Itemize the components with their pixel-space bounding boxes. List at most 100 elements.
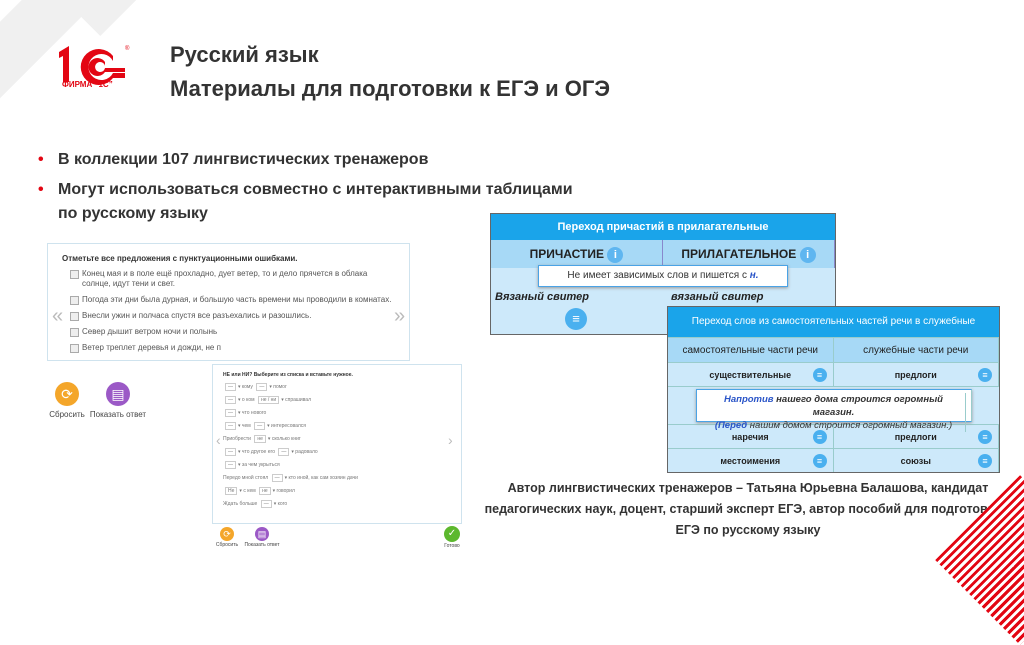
exercise-heading: НЕ или НИ? Выберите из списка и вставьте… <box>223 372 353 378</box>
show-answer-button[interactable]: ▤Показать ответ <box>88 382 148 419</box>
line-text: Приобрести <box>223 436 251 442</box>
show-answer-button[interactable]: ▤Показать ответ <box>244 527 280 548</box>
dropdown-select[interactable]: — <box>278 448 290 456</box>
bullet-list: В коллекции 107 лингвистических тренажер… <box>38 148 578 232</box>
menu-icon[interactable]: ≡ <box>812 454 827 468</box>
column-adjective: ПРИЛАГАТЕЛЬНОЕ i <box>663 240 835 268</box>
done-button[interactable]: ✓Готово <box>444 526 460 549</box>
exercise-line: —▾ за чем укрыться <box>223 461 451 469</box>
dropdown-select[interactable]: — <box>271 474 283 482</box>
checkbox-item[interactable]: Конец мая и в поле ещё прохладно, дует в… <box>70 269 395 289</box>
logo-caption: ФИРМА “1С” <box>62 80 113 89</box>
next-arrow-icon[interactable]: › <box>448 432 453 448</box>
dropdown-select[interactable]: не <box>254 435 266 443</box>
dropdown-select[interactable]: — <box>225 383 236 391</box>
refresh-icon: ⟳ <box>55 382 79 406</box>
info-icon[interactable]: i <box>607 246 624 263</box>
line-text: кому <box>241 384 253 390</box>
dropdown-select[interactable]: Не <box>225 487 238 495</box>
checkbox-item[interactable]: Север дышит ветром ночи и полынь <box>70 327 395 337</box>
background-decoration <box>79 0 171 36</box>
menu-icon[interactable]: ≡ <box>978 454 992 468</box>
exercise-line: —▾ чем —▾ интересовался <box>223 422 451 430</box>
line-text: интересовался <box>271 423 307 429</box>
tooltip: Не имеет зависимых слов и пишется с н. <box>538 265 788 287</box>
line-text: чем <box>241 423 251 429</box>
reset-button[interactable]: ⟳Сбросить <box>48 382 86 419</box>
line-text: сколько книг <box>271 436 301 442</box>
bullet-item: Могут использоваться совместно с интерак… <box>38 178 578 226</box>
menu-icon[interactable]: ≡ <box>812 368 827 382</box>
exercise-line: —▾ что другое его —▾ радовало <box>223 448 451 456</box>
line-text: спрашивал <box>285 397 311 403</box>
line-text: о ком <box>241 397 255 403</box>
prev-arrow-icon[interactable]: « <box>52 305 64 327</box>
line-text: говорил <box>276 488 295 494</box>
refresh-icon: ⟳ <box>220 527 234 541</box>
dropdown-select[interactable]: — <box>225 461 236 469</box>
line-text: радовало <box>295 449 318 455</box>
exercise-line: —▾ кому —▾ помог <box>223 383 451 391</box>
next-arrow-icon[interactable]: » <box>394 305 406 327</box>
line-text: кого <box>277 501 288 507</box>
dropdown-select[interactable]: — <box>225 396 236 404</box>
book-icon: ▤ <box>106 382 130 406</box>
column-header: самостоятельные части речи <box>668 338 834 362</box>
line-text: что нового <box>241 410 267 416</box>
check-icon: ✓ <box>444 526 460 542</box>
example-adjective: вязаный свитер <box>671 291 764 303</box>
exercise-line: Ждать больше —▾ кого <box>223 500 288 508</box>
menu-icon[interactable]: ≡ <box>812 430 827 444</box>
exercise-line: Приобрести не▾ сколько книг <box>223 435 301 443</box>
line-text: с кем <box>243 488 256 494</box>
line-text: помог <box>273 384 287 390</box>
menu-icon[interactable]: ≡ <box>978 368 992 382</box>
book-icon: ▤ <box>255 527 269 541</box>
prev-arrow-icon[interactable]: ‹ <box>216 432 221 448</box>
author-caption: Автор лингвистических тренажеров – Татья… <box>484 481 1012 537</box>
checkbox-item[interactable]: Внесли ужин и полчаса спустя все разъеха… <box>70 311 395 321</box>
dropdown-select[interactable]: — <box>225 409 236 417</box>
svg-text:®: ® <box>125 45 130 52</box>
column-participle: ПРИЧАСТИЕ i <box>491 240 663 268</box>
line-text: за чем укрыться <box>241 462 280 468</box>
table-row: существительные≡предлоги≡ <box>668 362 999 386</box>
example-participle: Вязаный свитер <box>495 291 589 303</box>
line-text: что другое его <box>241 449 275 455</box>
title-line-1: Русский язык <box>170 42 319 67</box>
dropdown-select[interactable]: — <box>225 448 236 456</box>
line-text: кто иной, как сам хозяин дачи <box>288 475 358 481</box>
exercise-ne-ni-screenshot: НЕ или НИ? Выберите из списка и вставьте… <box>212 364 462 524</box>
column-header: служебные части речи <box>834 338 999 362</box>
table-row: местоимения≡союзы≡ <box>668 448 999 472</box>
dropdown-select[interactable]: не / ни <box>257 396 280 404</box>
logo-1c: ® <box>59 45 130 85</box>
menu-icon[interactable]: ≡ <box>565 308 587 330</box>
dropdown-select[interactable]: — <box>225 422 236 430</box>
tooltip: Напротив нашего дома строится огромный м… <box>696 389 972 432</box>
info-icon[interactable]: i <box>799 246 816 263</box>
dropdown-select[interactable]: не <box>259 487 271 495</box>
table-row: наречия≡предлоги≡ <box>668 424 999 448</box>
exercise-heading: Отметьте все предложения с пунктуационны… <box>62 254 298 263</box>
checkbox-item[interactable]: Ветер треплет деревья и дожди, не п <box>70 343 395 353</box>
checkbox-item[interactable]: Погода эти дни была дурная, и большую ча… <box>70 295 395 305</box>
dropdown-select[interactable]: — <box>260 500 272 508</box>
menu-icon[interactable]: ≡ <box>978 430 992 444</box>
table-title: Переход причастий в прилагательные <box>491 214 835 240</box>
bullet-item: В коллекции 107 лингвистических тренажер… <box>38 148 578 172</box>
parts-of-speech-table: Переход слов из самостоятельных частей р… <box>667 306 1000 473</box>
exercise-punctuation-screenshot: Отметьте все предложения с пунктуационны… <box>47 243 410 361</box>
title-line-2: Материалы для подготовки к ЕГЭ и ОГЭ <box>170 76 610 101</box>
line-text: Ждать больше <box>223 501 258 507</box>
dropdown-select[interactable]: — <box>254 422 266 430</box>
dropdown-select[interactable]: — <box>256 383 268 391</box>
exercise-line: Передо мной стоял —▾ кто иной, как сам х… <box>223 474 358 482</box>
table-title: Переход слов из самостоятельных частей р… <box>668 307 999 337</box>
exercise-line: —▾ о ком не / ни▾ спрашивал <box>223 396 451 404</box>
reset-button[interactable]: ⟳Сбросить <box>215 527 239 548</box>
exercise-line: —▾ что нового <box>223 409 451 417</box>
page-title: Русский язык Материалы для подготовки к … <box>170 38 610 106</box>
table-row: Напротив нашего дома строится огромный м… <box>668 386 999 432</box>
line-text: Передо мной стоял <box>223 475 269 481</box>
